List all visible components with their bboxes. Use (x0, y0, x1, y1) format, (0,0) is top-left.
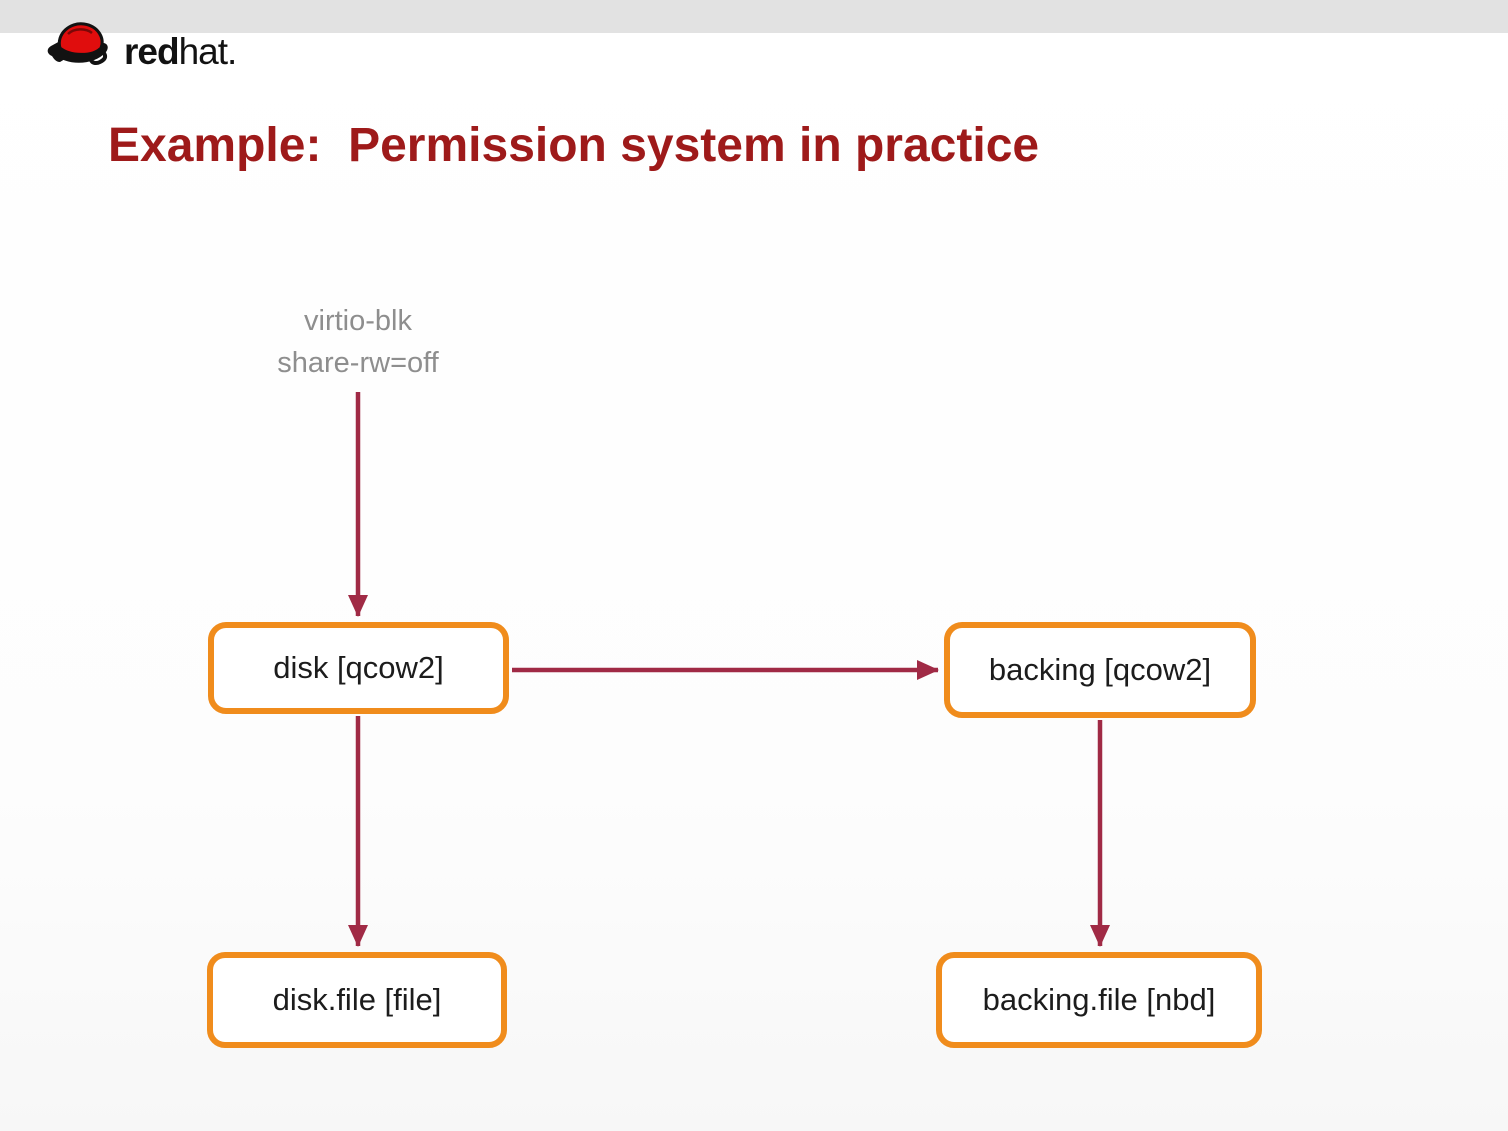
redhat-logo: redhat. (46, 12, 238, 76)
redhat-wordmark: redhat. (124, 31, 238, 72)
redhat-hat-icon (47, 22, 108, 66)
node-backing-file: backing.file [nbd] (936, 952, 1262, 1048)
annotation-line-2: share-rw=off (277, 347, 439, 379)
node-disk-label: disk [qcow2] (273, 650, 444, 685)
page-title: Example: Permission system in practice (108, 119, 1040, 172)
node-backing-label: backing [qcow2] (988, 652, 1212, 687)
node-backing-file-label: backing.file [nbd] (982, 982, 1216, 1017)
wordmark-hat: hat. (178, 31, 238, 72)
annotation-virtio-blk: virtio-blk share-rw=off (183, 300, 533, 384)
node-disk: disk [qcow2] (208, 622, 509, 714)
header-bar (0, 0, 1508, 33)
node-disk-file-label: disk.file [file] (272, 982, 442, 1017)
wordmark-red: red (124, 31, 180, 72)
node-disk-file: disk.file [file] (207, 952, 507, 1048)
node-backing: backing [qcow2] (944, 622, 1256, 718)
annotation-line-1: virtio-blk (304, 305, 412, 337)
